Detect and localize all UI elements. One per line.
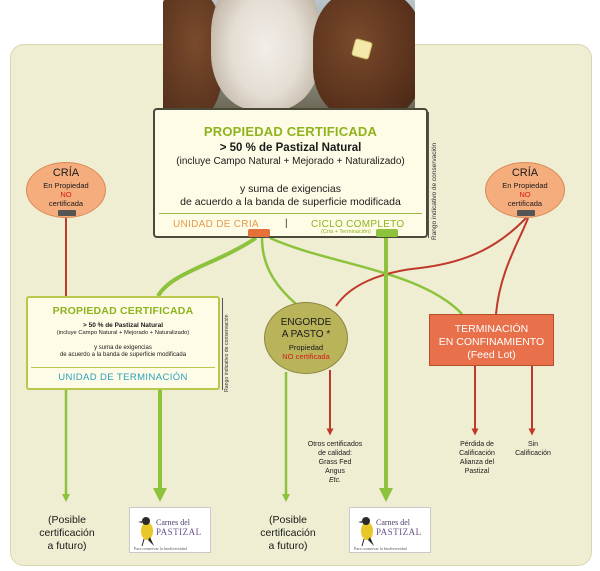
unidad-cria-tab <box>248 229 270 237</box>
term-box-divider <box>31 367 215 368</box>
outcome-line: a futuro) <box>47 540 87 552</box>
cria-right-tab <box>517 210 535 216</box>
note-otros-certificados: Otros certificados de calidad: Grass Fed… <box>297 440 373 485</box>
note-line: Grass Fed <box>318 459 352 466</box>
note-line: Pastizal <box>464 468 490 475</box>
feedlot-box: TERMINACIÓN EN CONFINAMIENTO (Feed Lot) <box>429 314 554 366</box>
note-line: Sin <box>527 441 539 448</box>
cria-right-line2: NO <box>519 190 531 199</box>
outcome-line: (Posible <box>48 514 86 526</box>
cria-left-oval: CRÍA En Propiedad NO certificada <box>26 162 106 218</box>
note-line: Etc. <box>328 477 342 484</box>
bird-icon <box>138 517 154 547</box>
note-line: Otros certificados <box>307 441 363 448</box>
note-line: Alianza del <box>459 459 495 466</box>
carnes-del-pastizal-logo: Carnes del PASTIZAL Para conservar la bi… <box>349 507 431 553</box>
cria-right-line1: En Propiedad <box>502 181 548 190</box>
main-box-line4: de acuerdo a la banda de superficie modi… <box>180 196 401 208</box>
cria-right-title: CRÍA <box>511 167 539 179</box>
main-box-line3: y suma de exigencias <box>240 183 341 195</box>
termination-certified-box: PROPIEDAD CERTIFICADA > 50 % de Pastizal… <box>26 296 220 390</box>
posible-certificacion-mid: (Posible certificación a futuro) <box>243 514 333 553</box>
ciclo-completo-sublabel: (Cría + Terminación) <box>321 229 371 235</box>
term-box-line3: y suma de exigencias <box>94 345 152 351</box>
logo-brand-line1: Carnes del <box>156 518 190 527</box>
cria-left-line2: NO <box>60 190 72 199</box>
conservation-range-label: Rango indicativo de conservación <box>431 142 438 240</box>
note-line: de calidad: <box>318 450 352 457</box>
note-line: Pérdida de <box>460 441 494 448</box>
note-perdida-calificacion: Pérdida de Calificación Alianza del Past… <box>445 440 509 476</box>
ciclo-completo-label: CICLO COMPLETO <box>311 219 405 230</box>
arrow-cria-right-to-engorde <box>335 217 527 307</box>
logo-brand-line2: PASTIZAL <box>376 527 422 537</box>
feedlot-line3: (Feed Lot) <box>467 349 516 361</box>
logo-brand-line2: PASTIZAL <box>156 527 202 537</box>
engorde-line2: A PASTO * <box>281 329 331 340</box>
unidad-cria-label: UNIDAD DE CRIA <box>173 219 259 230</box>
term-box-title: PROPIEDAD CERTIFICADA <box>52 305 194 317</box>
term-box-line2: (incluye Campo Natural + Mejorado + Natu… <box>56 330 190 336</box>
cria-left-line3: certificada <box>48 199 84 208</box>
separator-pipe: | <box>285 218 288 229</box>
engorde-oval: ENGORDE A PASTO * Propiedad NO certifica… <box>264 302 348 374</box>
logo-tagline: Para conservar la biodiversidad <box>134 546 187 551</box>
term-box-line4: de acuerdo a la banda de superficie modi… <box>59 352 187 358</box>
outcome-line: certificación <box>39 527 95 539</box>
logo-tagline: Para conservar la biodiversidad <box>354 546 407 551</box>
cria-right-line3: certificada <box>507 199 543 208</box>
note-line: Calificación <box>459 450 495 457</box>
arrow-cria-unit-to-feedlot <box>269 236 463 315</box>
engorde-line1: ENGORDE <box>280 317 332 328</box>
bird-icon <box>358 517 374 547</box>
arrow-cria-right-to-feedlot <box>495 217 529 315</box>
unidad-terminacion-label: UNIDAD DE TERMINACIÓN <box>58 372 188 383</box>
main-certified-box: PROPIEDAD CERTIFICADA > 50 % de Pastizal… <box>153 108 428 238</box>
cria-left-tab <box>58 210 76 216</box>
term-conservation-range-label: Rango indicativo de conservación <box>224 314 230 392</box>
term-conservation-range-bar <box>222 298 223 390</box>
conservation-range-bar <box>428 112 429 238</box>
note-sin-calificacion: Sin Calificación <box>507 440 559 458</box>
engorde-line3: Propiedad <box>288 343 324 352</box>
main-box-title: PROPIEDAD CERTIFICADA <box>203 124 378 139</box>
outcome-line: a futuro) <box>268 540 308 552</box>
engorde-line4: NO certificada <box>282 352 330 361</box>
ciclo-completo-tab <box>376 229 398 237</box>
main-box-divider <box>159 213 422 214</box>
term-box-line1: > 50 % de Pastizal Natural <box>82 322 164 329</box>
outcome-line: (Posible <box>269 514 307 526</box>
carnes-del-pastizal-logo: Carnes del PASTIZAL Para conservar la bi… <box>129 507 211 553</box>
posible-certificacion-left: (Posible certificación a futuro) <box>22 514 112 553</box>
note-line: Calificación <box>515 450 551 457</box>
note-line: Angus <box>325 468 345 475</box>
cria-left-title: CRÍA <box>52 167 80 179</box>
arrow-cria-unit-to-engorde <box>260 237 297 305</box>
logo-brand-line1: Carnes del <box>376 518 410 527</box>
main-box-line1: > 50 % de Pastizal Natural <box>219 142 362 154</box>
feedlot-line1: TERMINACIÓN <box>454 323 529 335</box>
outcome-line: certificación <box>260 527 316 539</box>
cow-photo-shape <box>211 0 321 108</box>
cria-right-oval: CRÍA En Propiedad NO certificada <box>485 162 565 218</box>
cow-photo <box>163 0 415 108</box>
cria-left-line1: En Propiedad <box>43 181 89 190</box>
main-box-line2: (incluye Campo Natural + Mejorado + Natu… <box>176 156 405 167</box>
feedlot-line2: EN CONFINAMIENTO <box>438 336 545 348</box>
arrow-cria-unit-to-term <box>156 236 258 298</box>
